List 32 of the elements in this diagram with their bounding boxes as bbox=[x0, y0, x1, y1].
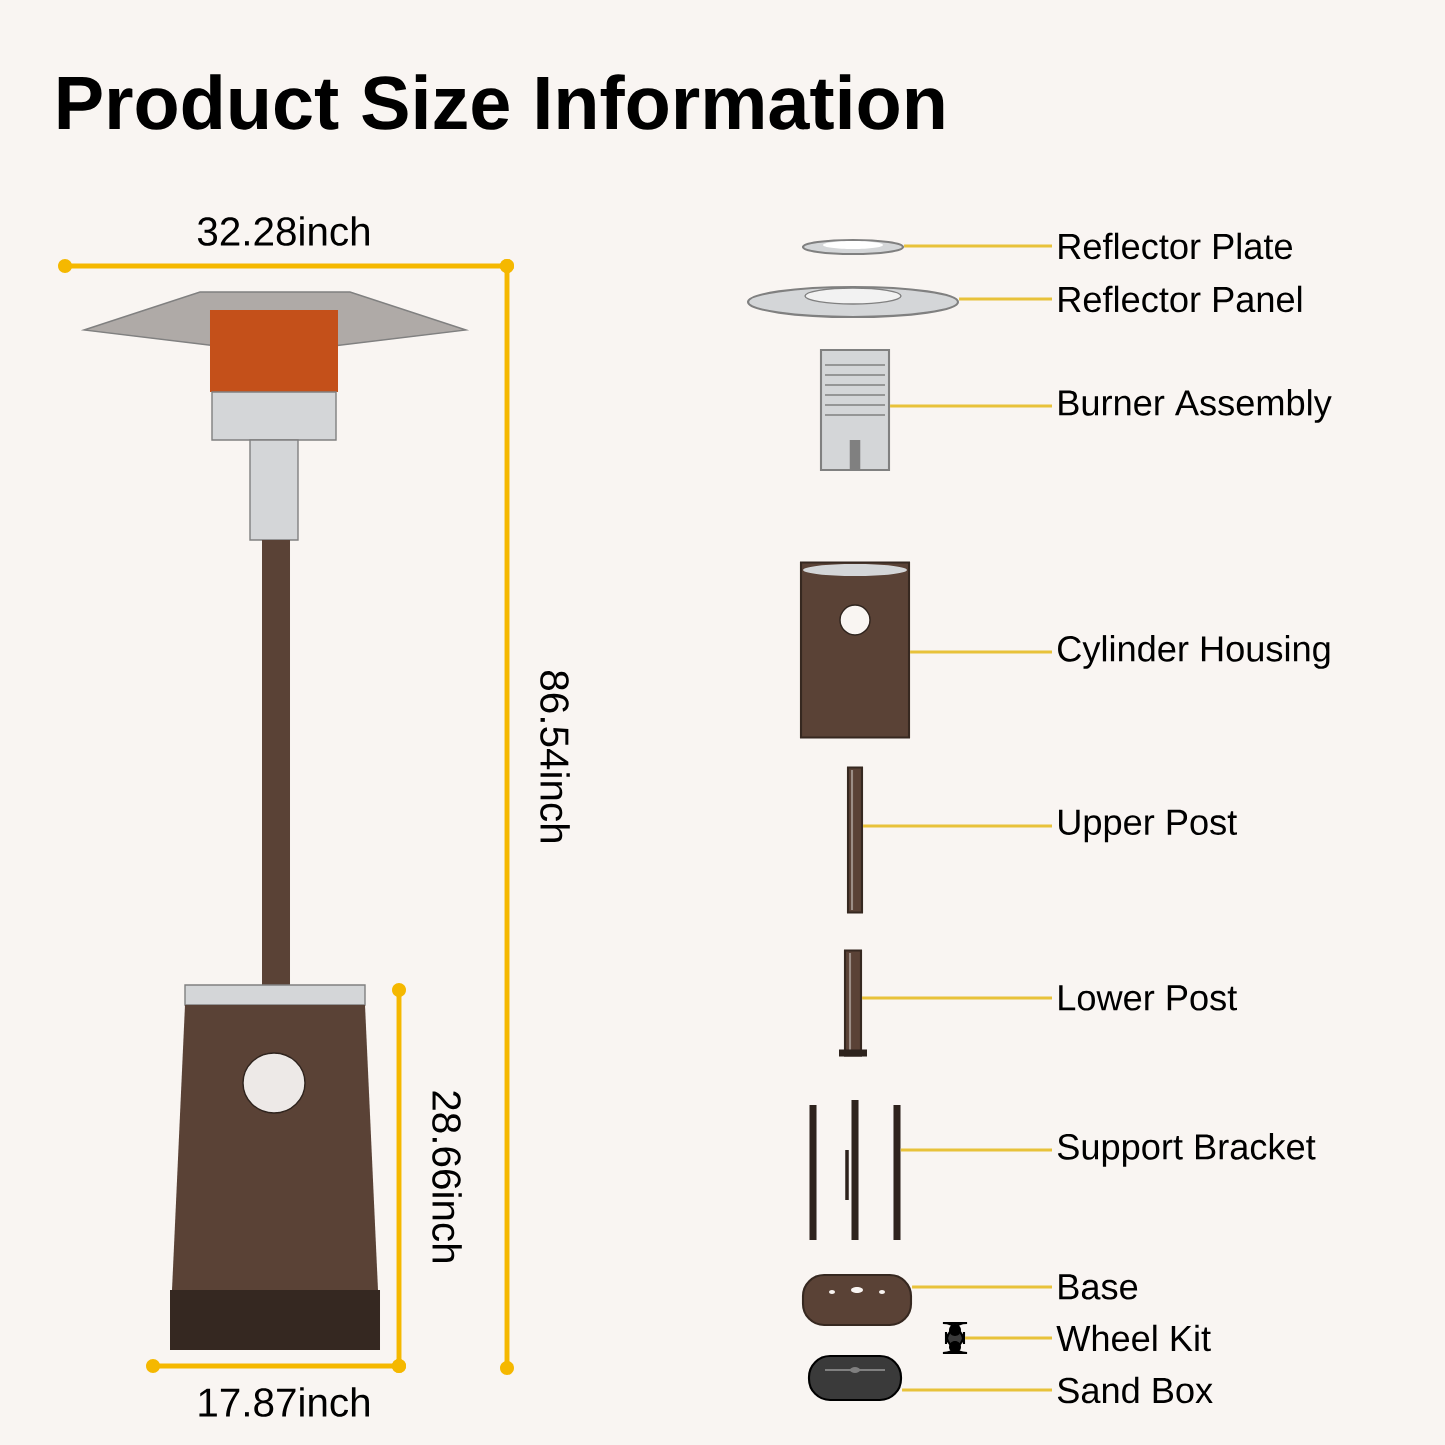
sand-box-drawing bbox=[807, 1354, 903, 1402]
leader-line bbox=[959, 297, 1052, 301]
base-drawing bbox=[801, 1273, 913, 1327]
part-label: Cylinder Housing bbox=[1058, 635, 1330, 669]
part-label: Upper Post bbox=[1059, 809, 1237, 843]
title: Product Size Information bbox=[58, 74, 944, 130]
part-label: Reflector Plate bbox=[1059, 232, 1292, 260]
wheel-drawing bbox=[941, 1321, 969, 1355]
dimension-label: 32.28inch bbox=[197, 216, 369, 246]
leader-line bbox=[862, 996, 1052, 1000]
dimension-label: 28.66inch bbox=[432, 1091, 462, 1262]
part-label: Lower Post bbox=[1059, 985, 1237, 1011]
part-label: Wheel Kit bbox=[1056, 1324, 1211, 1352]
leader-line bbox=[910, 650, 1052, 654]
part-label: Reflector Panel bbox=[1059, 285, 1302, 313]
leader-line bbox=[902, 1388, 1052, 1392]
leader-line bbox=[890, 404, 1052, 408]
leader-line bbox=[900, 1148, 1052, 1152]
part-label: Support Bracket bbox=[1057, 1133, 1316, 1167]
dimension-label: 86.54inch bbox=[540, 671, 570, 842]
part-label: Sand Box bbox=[1057, 1376, 1213, 1404]
part-label: Base bbox=[1059, 1274, 1138, 1300]
post-drawing bbox=[846, 766, 864, 914]
part-label: Burner Assembly bbox=[1059, 389, 1332, 423]
burner-drawing bbox=[819, 348, 891, 472]
cylinder-housing-drawing bbox=[799, 561, 911, 739]
leader-line bbox=[965, 1336, 1052, 1340]
reflector-panel-drawing bbox=[746, 285, 960, 319]
dimension-label: 17.87inch bbox=[199, 1387, 369, 1417]
leader-line bbox=[863, 824, 1052, 828]
leader-line bbox=[904, 244, 1052, 248]
leader-line bbox=[912, 1285, 1052, 1289]
